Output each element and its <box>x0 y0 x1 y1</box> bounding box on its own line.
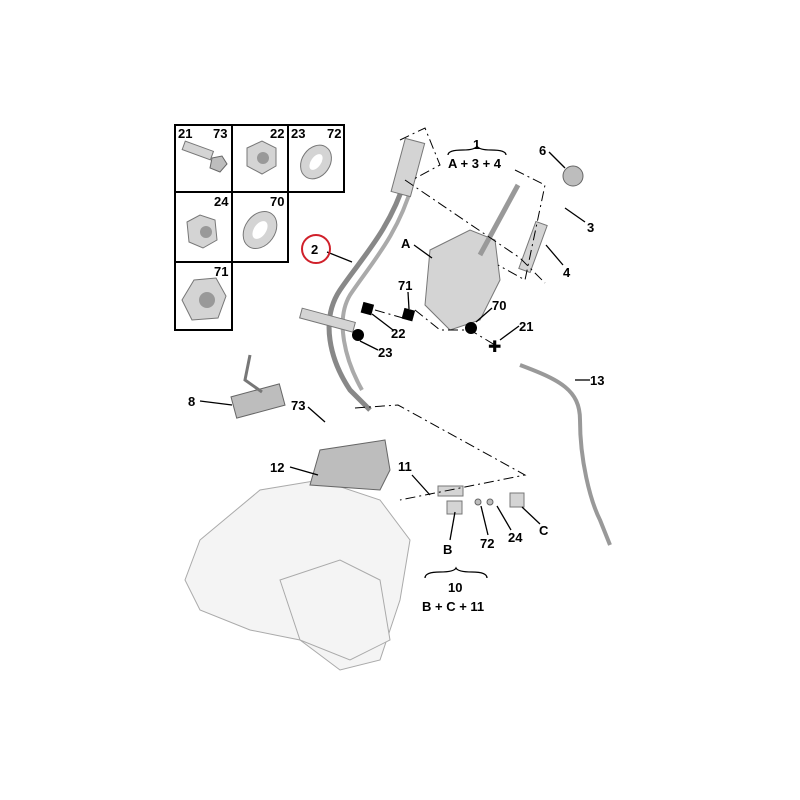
callout-4[interactable]: 4 <box>563 265 571 280</box>
bolt-icon <box>181 140 228 173</box>
callout-71[interactable]: 71 <box>398 278 412 293</box>
leader-lines <box>199 144 590 579</box>
callout-labels: 1 A + 3 + 4 2 3 4 6 A 71 22 23 70 21 13 … <box>188 137 604 614</box>
grid-label: 21 <box>178 126 192 141</box>
lever-housing-A <box>424 183 521 331</box>
callout-B[interactable]: B <box>443 542 452 557</box>
callout-72[interactable]: 72 <box>480 536 494 551</box>
highlight-circle <box>301 234 331 264</box>
callout-C[interactable]: C <box>539 523 549 538</box>
grid-label: 72 <box>327 126 341 141</box>
callout-70[interactable]: 70 <box>492 298 506 313</box>
bracket-12 <box>309 439 391 491</box>
marker-circle-23 <box>352 329 364 341</box>
grid-label: 70 <box>270 194 284 209</box>
grid-label: 22 <box>270 126 284 141</box>
marker-square-22 <box>360 301 375 316</box>
hex-nut-hole <box>257 152 269 164</box>
callout-A[interactable]: A <box>401 236 411 251</box>
callout-13[interactable]: 13 <box>590 373 604 388</box>
grid-label: 71 <box>214 264 228 279</box>
callout-6[interactable]: 6 <box>539 143 546 158</box>
bush-C <box>509 492 525 508</box>
callout-21[interactable]: 21 <box>519 319 533 334</box>
callout-24[interactable]: 24 <box>508 530 523 545</box>
callout-10-formula: B + C + 11 <box>422 599 484 614</box>
cable-assembly <box>299 137 426 412</box>
marker-square-71 <box>401 307 416 322</box>
callout-12[interactable]: 12 <box>270 460 284 475</box>
wiring-13 <box>519 363 612 546</box>
callout-10[interactable]: 10 <box>448 580 462 595</box>
callout-11[interactable]: 11 <box>398 459 412 474</box>
callout-1[interactable]: 1 <box>473 137 480 152</box>
grid-label: 24 <box>214 194 229 209</box>
sensor-8 <box>230 383 286 419</box>
callout-2[interactable]: 2 <box>311 242 318 257</box>
marker-circle-70 <box>465 322 477 334</box>
callout-22[interactable]: 22 <box>391 326 405 341</box>
grid-label: 23 <box>291 126 305 141</box>
knob-icon <box>562 165 584 187</box>
callout-73[interactable]: 73 <box>291 398 305 413</box>
gaiter-icon <box>518 220 548 274</box>
grid-label: 73 <box>213 126 227 141</box>
marker-cross-21: ✚ <box>488 337 501 356</box>
callout-8[interactable]: 8 <box>188 394 195 409</box>
hardware-grid: 21 73 22 23 72 24 70 71 <box>174 124 345 331</box>
callout-3[interactable]: 3 <box>587 220 594 235</box>
clip-11 <box>437 485 464 497</box>
callout-23[interactable]: 23 <box>378 345 392 360</box>
callout-1-formula: A + 3 + 4 <box>448 156 502 171</box>
